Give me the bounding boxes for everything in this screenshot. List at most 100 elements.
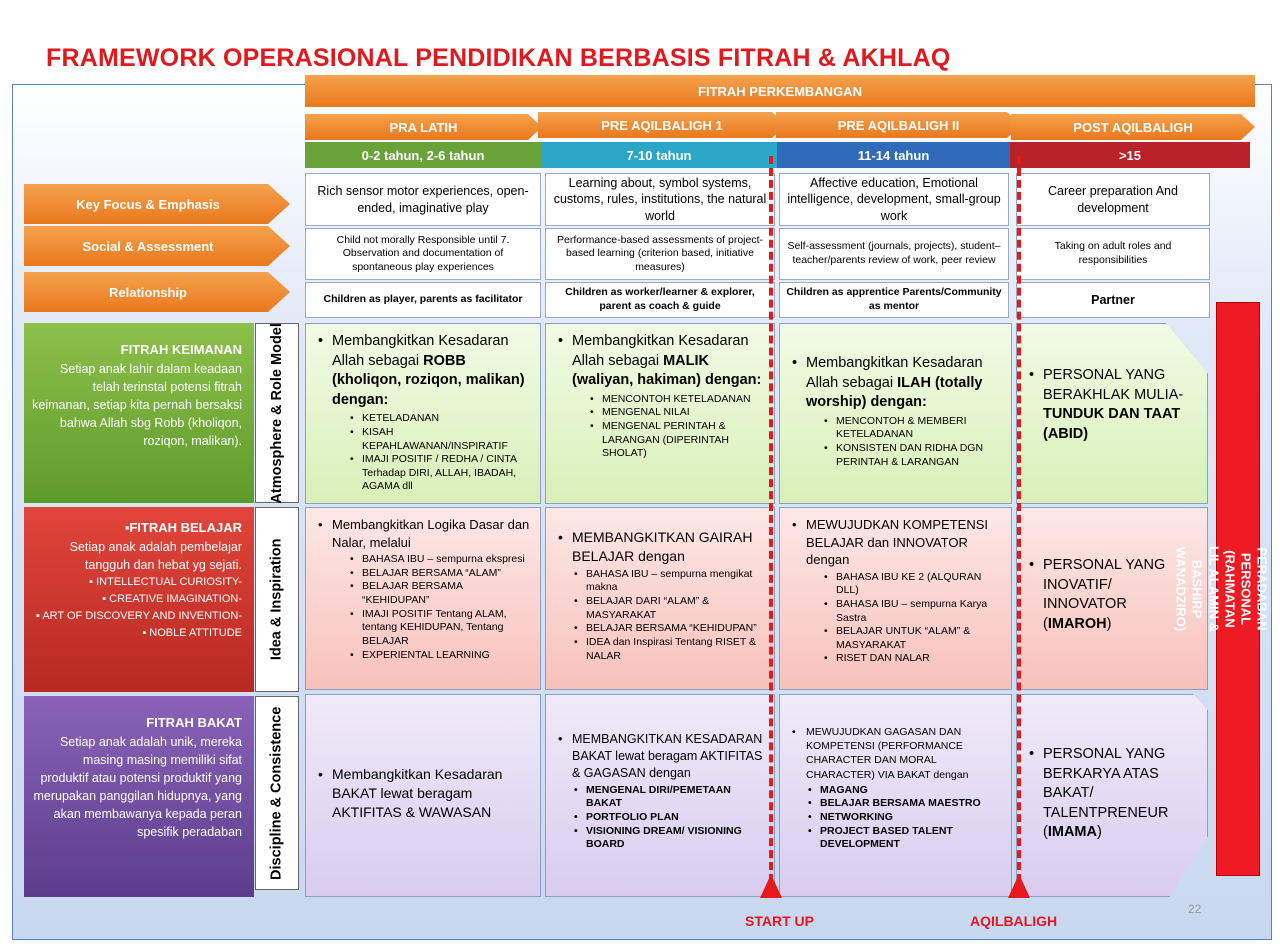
belajar-0-sub: BELAJAR BERSAMA “KEHIDUPAN” — [348, 580, 530, 607]
keimanan-0-sub: IMAJI POSITIF / REDHA / CINTA Terhadap D… — [348, 453, 530, 494]
belajar-0-pre: Membangkitkan Logika Dasar dan Nalar, me… — [332, 517, 530, 550]
fitrah-belajar-title: ▪FITRAH BELAJAR — [124, 520, 242, 535]
keimanan-cell-1: Membangkitkan Kesadaran Allah sebagai MA… — [545, 323, 775, 504]
age-band-3: >15 — [1010, 142, 1250, 168]
key-focus-cell-0: Rich sensor motor experiences, open-ende… — [305, 173, 541, 226]
belajar-2-sub: BELAJAR UNTUK “ALAM” & MASYARAKAT — [822, 625, 1001, 652]
belajar-2-sub: RISET DAN NALAR — [822, 652, 1001, 666]
key-focus-cell-3: Career preparation And development — [1016, 173, 1210, 226]
relationship-cell-1: Children as worker/learner & explorer, p… — [545, 282, 775, 318]
bakat-1-sub: MENGENAL DIRI/PEMETAAN BAKAT — [572, 784, 764, 811]
bakat-cell-3: PERSONAL YANG BERKARYA ATAS BAKAT/ TALEN… — [1016, 694, 1208, 897]
start-up-dashed-line — [769, 156, 773, 882]
aqilbaligh-triangle — [1008, 874, 1030, 898]
page-title: FRAMEWORK OPERASIONAL PENDIDIKAN BERBASI… — [46, 44, 951, 72]
row-label-key-focus: Key Focus & Emphasis — [24, 184, 290, 224]
stage-header-2: PRE AQILBALIGH II — [776, 112, 1021, 138]
keimanan-0-bold: ROBB (kholiqon, roziqon, malikan) dengan… — [332, 352, 525, 408]
fitrah-keimanan-label: FITRAH KEIMANAN Setiap anak lahir dalam … — [24, 323, 254, 503]
bakat-3-post: ) — [1096, 824, 1102, 841]
stage-header-3: POST AQILBALIGH — [1011, 114, 1255, 140]
keimanan-2-sub: KONSISTEN DAN RIDHA DGN PERINTAH & LARAN… — [822, 442, 1001, 469]
belajar-cell-3: PERSONAL YANG INOVATIF/ INNOVATOR (IMARO… — [1016, 507, 1208, 690]
side-banner-text: MEWUJUDKAN PERAN PERADABAN PERSONAL (RAH… — [1174, 546, 1280, 632]
side-label-discipline: Discipline & Consistence — [255, 696, 299, 890]
age-band-1: 7-10 tahun — [541, 142, 777, 168]
keimanan-3-bold: TUNDUK DAN TAAT (ABID) — [1043, 406, 1181, 442]
bakat-cell-0: Membangkitkan Kesadaran BAKAT lewat bera… — [305, 694, 541, 897]
bakat-3-pre: PERSONAL YANG BERKARYA ATAS BAKAT/ TALEN… — [1043, 746, 1169, 841]
bakat-1-sub: VISIONING DREAM/ VISIONING BOARD — [572, 825, 764, 852]
stage-header-0: PRA LATIH — [305, 114, 542, 140]
aqilbaligh-label: AQILBALIGH — [970, 913, 1058, 929]
belajar-1-sub: BELAJAR BERSAMA “KEHIDUPAN” — [572, 622, 764, 636]
belajar-3-pre: PERSONAL YANG INOVATIF/ INNOVATOR ( — [1043, 557, 1166, 632]
belajar-2-sub: BAHASA IBU KE 2 (ALQURAN DLL) — [822, 571, 1001, 598]
keimanan-2-sub: MENCONTOH & MEMBERI KETELADANAN — [822, 415, 1001, 442]
key-focus-cell-2: Affective education, Emotional intellige… — [779, 173, 1009, 226]
keimanan-0-sub: KETELADANAN — [348, 412, 530, 426]
fitrah-bakat-title: FITRAH BAKAT — [146, 715, 242, 730]
bakat-1-sub: PORTFOLIO PLAN — [572, 811, 764, 825]
fitrah-belajar-bullet: ▪ INTELLECTUAL CURIOSITY- — [89, 576, 242, 589]
fitrah-bakat-desc: Setiap anak adalah unik, mereka masing m… — [33, 734, 243, 840]
start-up-triangle — [760, 874, 782, 898]
keimanan-2-bold: ILAH (totally worship) dengan: — [806, 374, 983, 411]
side-label-atmosphere-text: Atmosphere & Role Model — [268, 322, 285, 504]
social-cell-2: Self-assessment (journals, projects), st… — [779, 228, 1009, 280]
start-up-label: START UP — [745, 913, 814, 929]
relationship-cell-3: Partner — [1016, 282, 1210, 318]
bakat-0-pre: Membangkitkan Kesadaran BAKAT lewat bera… — [332, 766, 503, 820]
keimanan-0-pre: Membangkitkan Kesadaran Allah sebagai — [332, 333, 509, 369]
side-label-idea: Idea & Inspiration — [255, 507, 299, 692]
belajar-1-sub: IDEA dan Inspirasi Tentang RISET & NALAR — [572, 636, 764, 663]
stage-header-1: PRE AQILBALIGH 1 — [538, 112, 786, 138]
belajar-1-sub: BELAJAR DARI “ALAM” & MASYARAKAT — [572, 595, 764, 622]
social-cell-0: Child not morally Responsible until 7. O… — [305, 228, 541, 280]
keimanan-1-bold: MALIK (waliyan, hakiman) dengan: — [572, 352, 762, 389]
side-label-discipline-text: Discipline & Consistence — [268, 706, 285, 880]
belajar-cell-0: Membangkitkan Logika Dasar dan Nalar, me… — [305, 507, 541, 690]
keimanan-0-sub: KISAH KEPAHLAWANAN/INSPIRATIF — [348, 426, 530, 453]
bakat-1-pre: MEMBANGKITKAN KESADARAN BAKAT lewat bera… — [572, 732, 763, 780]
keimanan-1-pre: Membangkitkan Kesadaran Allah sebagai — [572, 333, 749, 369]
fitrah-belajar-label: ▪FITRAH BELAJAR Setiap anak adalah pembe… — [24, 507, 254, 692]
fitrah-belajar-bullet: ▪ CREATIVE IMAGINATION- — [102, 593, 242, 606]
social-cell-1: Performance-based assessments of project… — [545, 228, 775, 280]
bakat-2-sub: NETWORKING — [806, 811, 1001, 825]
side-banner: MEWUJUDKAN PERAN PERADABAN PERSONAL (RAH… — [1174, 302, 1280, 876]
fitrah-keimanan-desc: Setiap anak lahir dalam keadaan telah te… — [32, 361, 242, 449]
aqilbaligh-dashed-line — [1017, 156, 1021, 882]
fitrah-bakat-label: FITRAH BAKAT Setiap anak adalah unik, me… — [24, 696, 254, 897]
bakat-cell-1: MEMBANGKITKAN KESADARAN BAKAT lewat bera… — [545, 694, 775, 897]
bakat-3-bold: IMAMA — [1047, 824, 1097, 841]
keimanan-1-sub: MENGENAL NILAI — [588, 406, 764, 420]
keimanan-2-pre: Membangkitkan Kesadaran Allah sebagai — [806, 355, 983, 391]
belajar-3-bold: IMAROH — [1047, 615, 1107, 632]
keimanan-1-sub: MENCONTOH KETELADANAN — [588, 393, 764, 407]
key-focus-cell-1: Learning about, symbol systems, customs,… — [545, 173, 775, 226]
row-label-relationship: Relationship — [24, 272, 290, 312]
belajar-cell-2: MEWUJUDKAN KOMPETENSI BELAJAR dan INNOVA… — [779, 507, 1012, 690]
belajar-2-pre: MEWUJUDKAN KOMPETENSI BELAJAR dan INNOVA… — [806, 517, 989, 568]
fitrah-belajar-desc: Setiap anak adalah pembelajar tangguh da… — [69, 539, 242, 572]
keimanan-cell-0: Membangkitkan Kesadaran Allah sebagai RO… — [305, 323, 541, 504]
fitrah-belajar-bullet: ▪ ART OF DISCOVERY AND INVENTION- — [35, 610, 242, 623]
bakat-2-sub: MAGANG — [806, 784, 1001, 798]
relationship-cell-2: Children as apprentice Parents/Community… — [779, 282, 1009, 318]
bakat-2-text: MEWUJUDKAN GAGASAN DAN KOMPETENSI (PERFO… — [806, 726, 969, 781]
social-cell-3: Taking on adult roles and responsibiliti… — [1016, 228, 1210, 280]
belajar-2-sub: BAHASA IBU – sempurna Karya Sastra — [822, 598, 1001, 625]
keimanan-cell-2: Membangkitkan Kesadaran Allah sebagai IL… — [779, 323, 1012, 504]
fitrah-belajar-bullets: ▪ INTELLECTUAL CURIOSITY- ▪ CREATIVE IMA… — [32, 574, 242, 642]
row-label-social-assessment: Social & Assessment — [24, 226, 290, 266]
bakat-2-sub: BELAJAR BERSAMA MAESTRO — [806, 797, 1001, 811]
age-band-0: 0-2 tahun, 2-6 tahun — [305, 142, 541, 168]
age-band-2: 11-14 tahun — [777, 142, 1010, 168]
belajar-0-sub: IMAJI POSITIF Tentang ALAM, tentang KEHI… — [348, 608, 530, 649]
side-label-atmosphere: Atmosphere & Role Model — [255, 323, 299, 503]
keimanan-3-pre: PERSONAL YANG BERAKHLAK MULIA- — [1043, 367, 1184, 403]
belajar-1-pre: MEMBANGKITKAN GAIRAH BELAJAR dengan — [572, 529, 753, 564]
belajar-cell-1: MEMBANGKITKAN GAIRAH BELAJAR dengan BAHA… — [545, 507, 775, 690]
relationship-cell-0: Children as player, parents as facilitat… — [305, 282, 541, 318]
